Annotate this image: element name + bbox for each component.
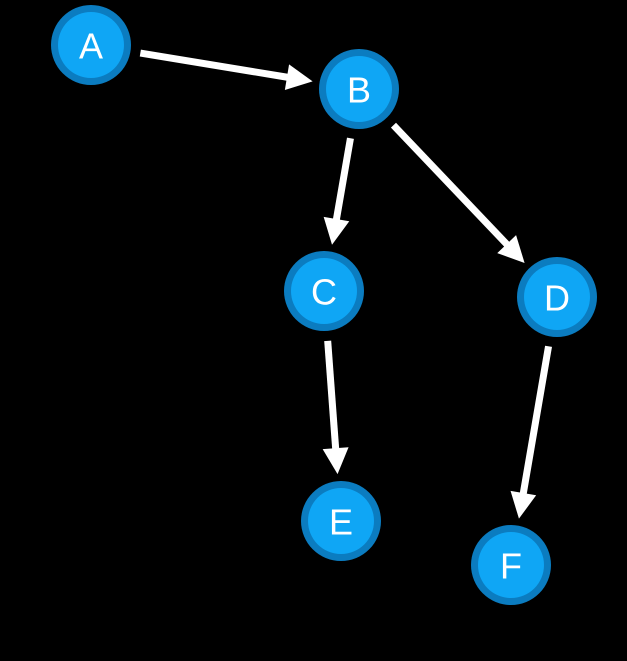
graph-edge-c-e[interactable]	[322, 340, 349, 475]
graph-node-c[interactable]: C	[284, 251, 364, 331]
edge-shaft	[519, 345, 552, 496]
node-core	[524, 264, 590, 330]
edge-arrowhead	[323, 216, 350, 245]
nodes-layer: A B C D E F	[51, 5, 597, 605]
node-label: A	[79, 26, 103, 67]
graph-node-a[interactable]: A	[51, 5, 131, 85]
node-label: C	[311, 272, 337, 313]
graph-node-d[interactable]: D	[517, 257, 597, 337]
graph-node-b[interactable]: B	[319, 49, 399, 129]
node-core	[478, 532, 544, 598]
node-label: D	[544, 278, 570, 319]
graph-edge-d-f[interactable]	[510, 345, 552, 519]
graph-edge-b-d[interactable]	[390, 122, 525, 263]
node-core	[58, 12, 124, 78]
graph-node-f[interactable]: F	[471, 525, 551, 605]
edge-shaft	[390, 122, 511, 248]
graph-edge-b-c[interactable]	[323, 137, 354, 245]
edge-arrowhead	[497, 235, 525, 263]
edge-arrowhead	[322, 447, 349, 475]
edge-arrowhead	[510, 490, 537, 519]
edge-shaft	[139, 49, 290, 81]
edge-shaft	[332, 137, 354, 222]
node-core	[308, 488, 374, 554]
node-label: E	[329, 502, 353, 543]
graph-edge-a-b[interactable]	[139, 49, 313, 90]
graph-node-e[interactable]: E	[301, 481, 381, 561]
node-label: F	[500, 546, 522, 587]
edge-arrowhead	[284, 64, 313, 90]
node-label: B	[347, 70, 371, 111]
edges-layer	[139, 49, 552, 519]
node-core	[291, 258, 357, 324]
edge-shaft	[324, 340, 340, 451]
node-core	[326, 56, 392, 122]
